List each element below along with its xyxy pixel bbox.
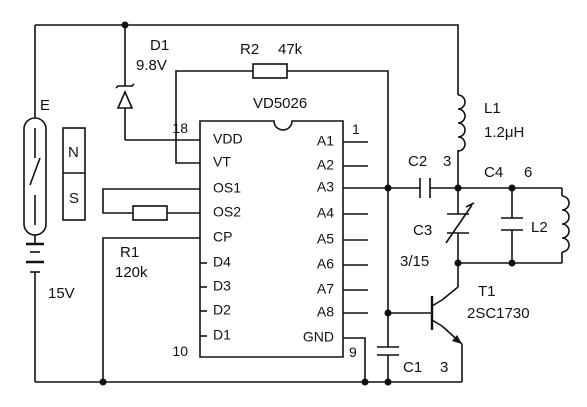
c2-ref: C2 xyxy=(408,153,427,170)
capacitor-c2: C2 3 xyxy=(408,153,451,198)
d1-ref: D1 xyxy=(150,37,169,54)
t1-ref: T1 xyxy=(478,283,496,300)
pin-os1: OS1 xyxy=(213,180,241,196)
junction-dot xyxy=(121,21,129,29)
reed-switch-e: E xyxy=(23,97,50,236)
c1-ref: C1 xyxy=(403,359,422,376)
ic-vd5026: VD5026 18 VDD VT OS1 OS2 CP D4 D3 D2 D1 … xyxy=(172,95,360,360)
pin-cp: CP xyxy=(213,229,232,245)
inductor-l2: L2 xyxy=(531,195,570,254)
l2-ref: L2 xyxy=(531,219,548,236)
magnet: N S xyxy=(62,127,86,221)
pin-number-18: 18 xyxy=(172,120,188,136)
pin-d1: D1 xyxy=(213,327,231,343)
c2-value: 3 xyxy=(443,153,451,170)
capacitor-c3-variable: C3 3/15 xyxy=(400,202,475,270)
r2-ref: R2 xyxy=(240,41,259,58)
c4-ref: C4 xyxy=(484,164,503,181)
junction-dot xyxy=(508,184,516,192)
r1-ref: R1 xyxy=(120,244,139,261)
zener-diode-d1: D1 9.8V xyxy=(115,37,169,109)
junction-dot xyxy=(508,259,516,267)
capacitor-c4: C4 6 xyxy=(484,164,532,231)
junction-dot xyxy=(454,259,462,267)
pin-a7: A7 xyxy=(317,281,334,297)
pin-d3: D3 xyxy=(213,278,231,294)
d1-value: 9.8V xyxy=(136,57,167,74)
wires xyxy=(34,24,563,383)
resistor-r2: R2 47k xyxy=(240,41,303,79)
pin-d4: D4 xyxy=(213,254,231,270)
pin-a5: A5 xyxy=(317,231,334,247)
pin-a3: A3 xyxy=(317,179,334,195)
pin-d2: D2 xyxy=(213,302,231,318)
junction-dot xyxy=(99,378,107,386)
resistor-r1: R1 120k xyxy=(115,205,168,281)
pin-a4: A4 xyxy=(317,205,334,221)
battery-voltage: 15V xyxy=(48,285,75,302)
r1-value: 120k xyxy=(115,264,148,281)
junction-dots xyxy=(99,21,516,386)
c3-ref: C3 xyxy=(413,222,432,239)
battery: 15V xyxy=(26,242,75,302)
r2-value: 47k xyxy=(278,41,303,58)
junction-dot xyxy=(384,184,392,192)
pin-a1: A1 xyxy=(317,133,334,149)
c1-value: 3 xyxy=(440,359,448,376)
pin-a2: A2 xyxy=(317,157,334,173)
ic-name: VD5026 xyxy=(253,95,307,112)
pin-a8: A8 xyxy=(317,304,334,320)
c4-value: 6 xyxy=(524,164,532,181)
junction-dot xyxy=(361,378,369,386)
magnet-north: N xyxy=(68,144,79,161)
inductor-l1: L1 1.2μH xyxy=(457,94,524,152)
capacitor-c1: C1 3 xyxy=(377,346,448,376)
l1-value: 1.2μH xyxy=(484,124,524,141)
junction-dot xyxy=(454,184,462,192)
magnet-south: S xyxy=(69,190,79,207)
e-ref: E xyxy=(40,97,50,114)
pin-vt: VT xyxy=(213,154,231,170)
pin-number-9: 9 xyxy=(349,344,357,360)
c3-value: 3/15 xyxy=(400,253,429,270)
junction-dot xyxy=(384,309,392,317)
t1-value: 2SC1730 xyxy=(467,305,530,322)
pin-os2: OS2 xyxy=(213,204,241,220)
junction-dot xyxy=(384,378,392,386)
pin-a6: A6 xyxy=(317,256,334,272)
l1-ref: L1 xyxy=(484,100,501,117)
pin-gnd: GND xyxy=(303,329,334,345)
pin-number-1: 1 xyxy=(352,121,360,137)
pin-number-10: 10 xyxy=(172,343,188,359)
transistor-t1: T1 2SC1730 xyxy=(430,283,530,344)
pin-vdd: VDD xyxy=(213,131,243,147)
